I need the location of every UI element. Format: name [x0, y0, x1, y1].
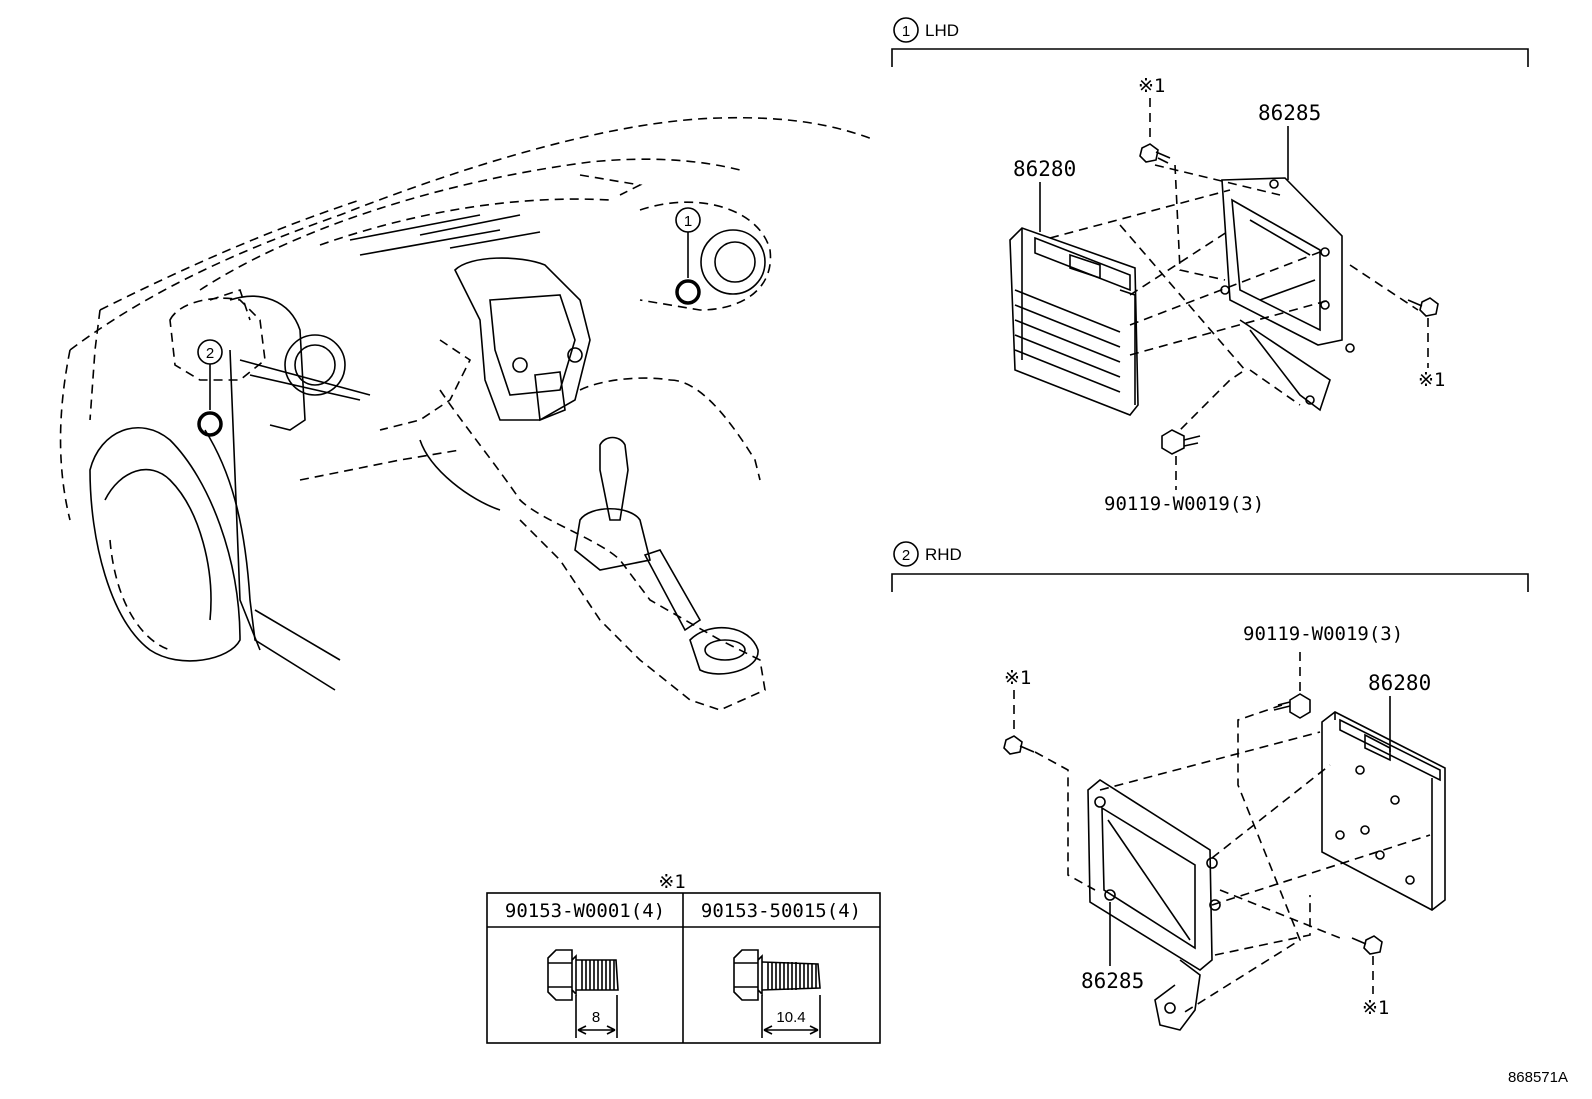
svg-text:2: 2: [902, 547, 910, 564]
svg-text:90119-W0019(3): 90119-W0019(3): [1104, 493, 1264, 515]
rhd-bolt: 90119-W0019(3): [1243, 623, 1403, 719]
svg-text:86285: 86285: [1081, 969, 1144, 993]
car-callout-1: 1: [675, 207, 701, 305]
lhd-bracket-86285: [1220, 177, 1355, 412]
svg-text:※1: ※1: [1004, 667, 1031, 689]
lhd-ecu-86280: [1009, 227, 1139, 416]
rhd-part-labels: 86280 86285: [1081, 671, 1431, 993]
dashboard-illustration: [59, 116, 876, 711]
svg-text:90119-W0019(3): 90119-W0019(3): [1243, 623, 1403, 645]
svg-text:10.4: 10.4: [776, 1009, 805, 1026]
lhd-bolt: 90119-W0019(3): [1104, 429, 1264, 515]
svg-text:※1: ※1: [1362, 997, 1389, 1019]
bolt-90153-50015: 10.4: [733, 949, 821, 1038]
fastener-table: ※1 90153-W0001(4) 90153-50015(4) 8: [486, 871, 881, 1044]
fastener-part-1: 90153-W0001(4): [505, 900, 665, 922]
rhd-screw-right: ※1: [1351, 935, 1389, 1019]
fastener-part-2: 90153-50015(4): [701, 900, 861, 922]
rhd-fastener-lines: [1034, 704, 1431, 1016]
svg-text:8: 8: [592, 1009, 600, 1026]
svg-text:86285: 86285: [1258, 101, 1321, 125]
rhd-screw-left: ※1: [1003, 667, 1035, 755]
lhd-screw-right: ※1: [1407, 297, 1445, 391]
svg-text:1: 1: [902, 23, 910, 40]
lhd-part-labels: 86280 86285: [1013, 101, 1321, 232]
svg-text:2: 2: [206, 345, 214, 362]
diagram-code: 868571A: [1508, 1069, 1568, 1086]
rhd-bracket-86285: [1087, 779, 1221, 1031]
svg-text:※1: ※1: [1138, 75, 1165, 97]
svg-text:86280: 86280: [1013, 157, 1076, 181]
car-callout-2: 2: [197, 339, 223, 437]
lhd-screw-top: ※1: [1138, 75, 1171, 164]
lhd-fastener-lines: [1049, 164, 1419, 431]
rhd-section-header: 2 RHD: [891, 541, 1529, 592]
bolt-90153-W0001: 8: [547, 949, 619, 1038]
svg-text:※1: ※1: [1418, 369, 1445, 391]
rhd-ecu-86280: [1321, 711, 1446, 911]
svg-text:1: 1: [684, 213, 692, 230]
lhd-section-header: 1 LHD: [891, 17, 1529, 67]
svg-text:LHD: LHD: [925, 21, 959, 40]
svg-text:86280: 86280: [1368, 671, 1431, 695]
svg-text:RHD: RHD: [925, 545, 962, 564]
svg-text:※1: ※1: [658, 871, 685, 893]
